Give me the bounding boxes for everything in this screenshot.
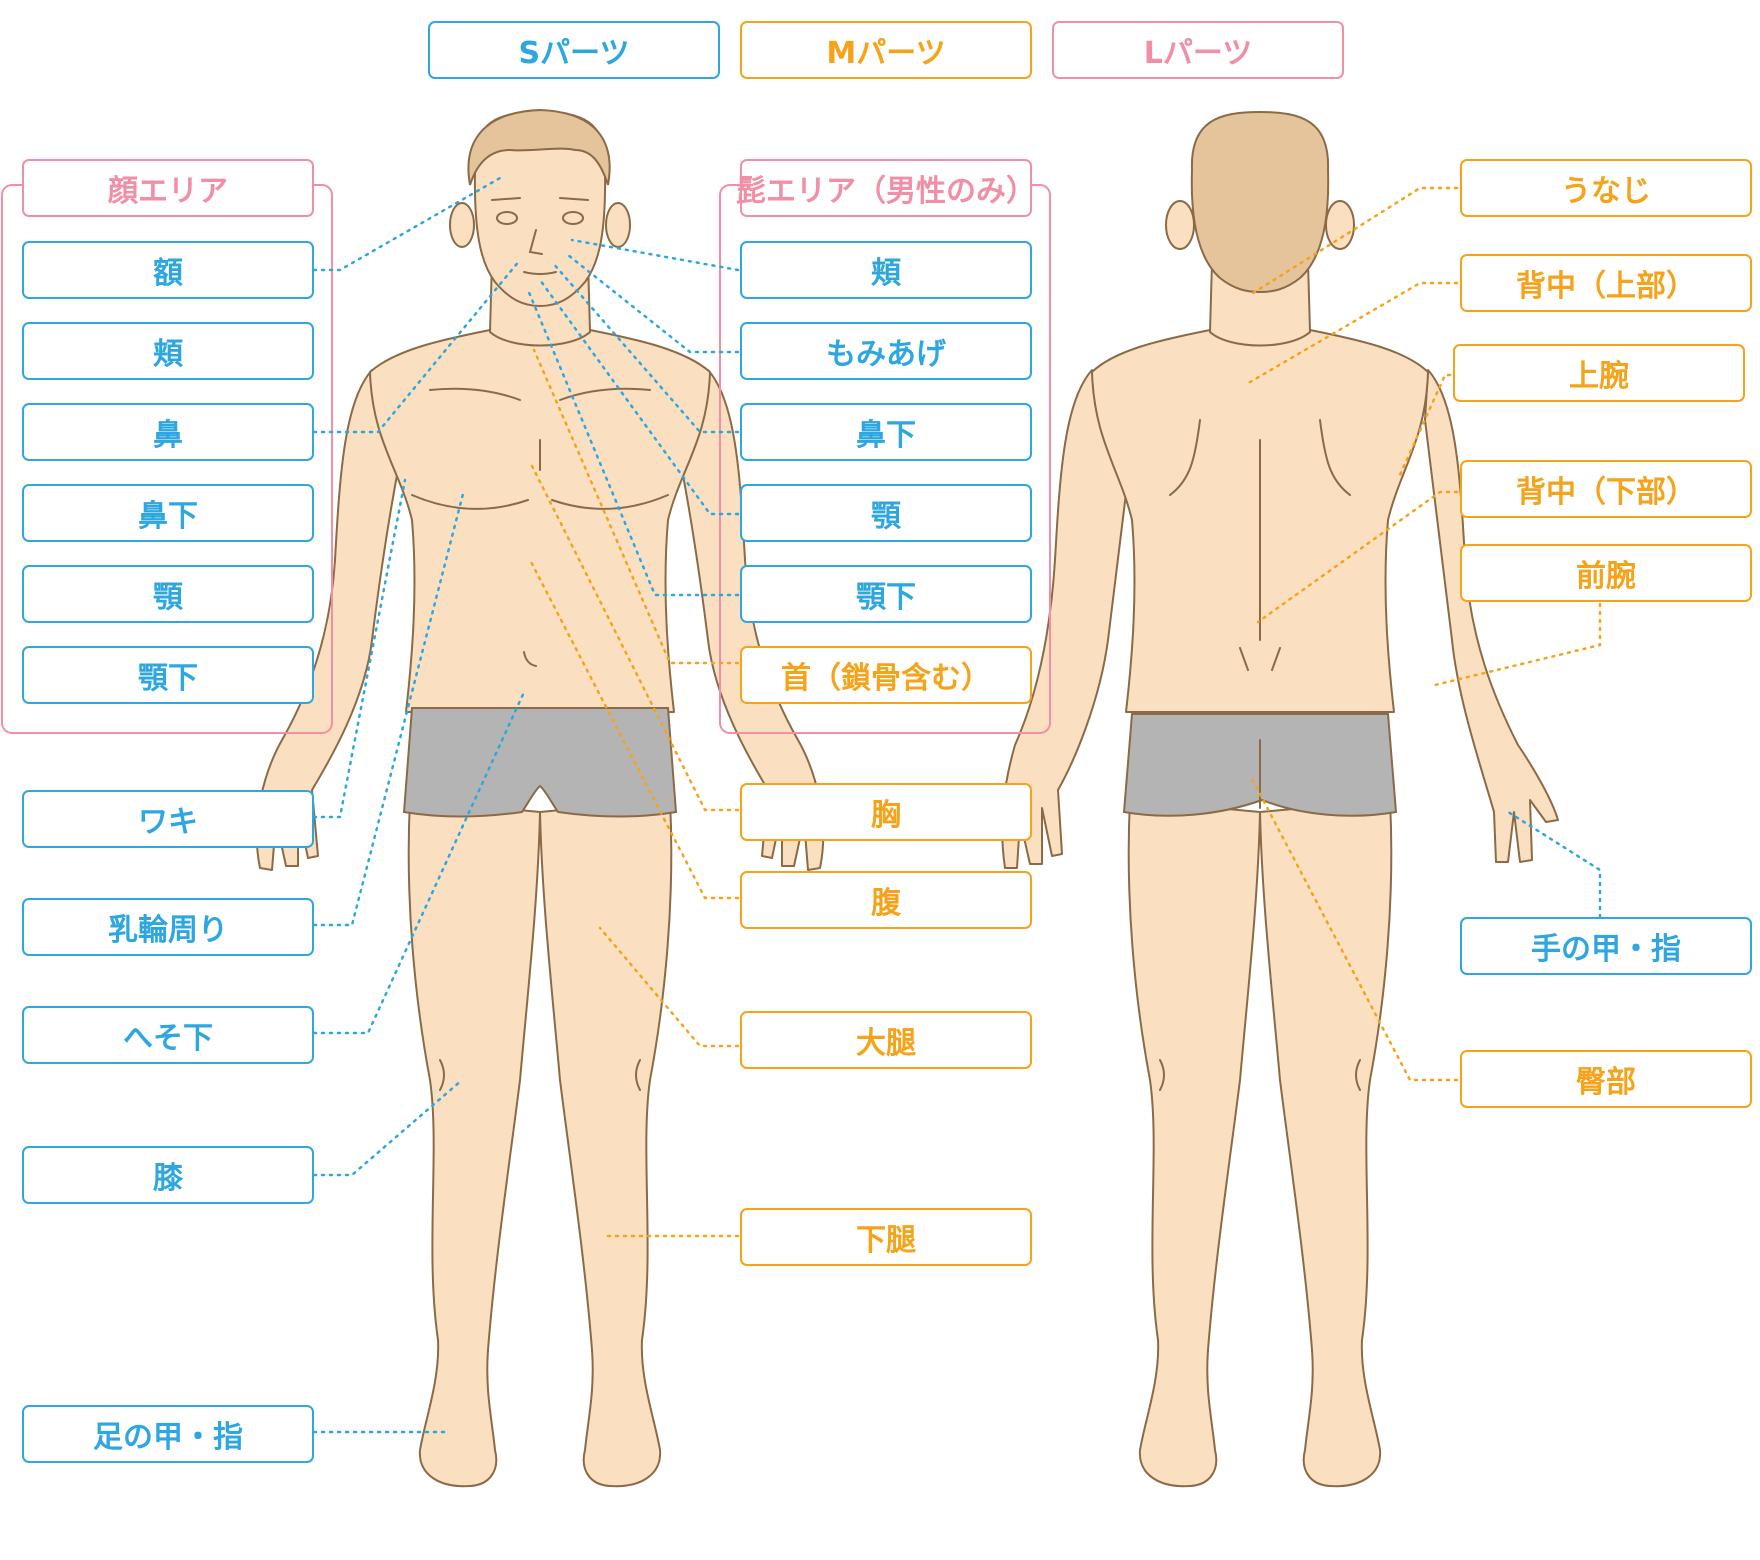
leader-below-navel [312, 688, 527, 1035]
foot-label: 足の甲・指 [22, 1405, 314, 1463]
face-underchin-label: 顎下 [22, 646, 314, 704]
nipple-label: 乳輪周り [22, 898, 314, 956]
leader-face-forehead [312, 176, 502, 272]
front-shorts [402, 707, 678, 818]
abdomen-label: 腹 [740, 871, 1032, 929]
buttocks-label: 臀部 [1460, 1050, 1752, 1108]
leader-beard-underchin [526, 288, 740, 597]
beard-cheek-label: 頬 [740, 241, 1032, 299]
chest-label: 胸 [740, 783, 1032, 841]
nape-label: うなじ [1460, 159, 1752, 217]
upper-arm-label: 上腕 [1453, 344, 1745, 402]
leader-chest [528, 460, 740, 812]
beard-sideburn-label: もみあげ [740, 322, 1032, 380]
leader-buttocks [1248, 773, 1459, 1082]
knee-label: 膝 [22, 1146, 314, 1204]
lower-back-label: 背中（下部） [1460, 460, 1752, 518]
face-cheek-label: 頬 [22, 322, 314, 380]
leader-armpit [312, 478, 407, 819]
beard-area-title: 髭エリア（男性のみ） [736, 159, 1036, 217]
leader-forearm [1433, 602, 1602, 687]
legend-s-parts: Sパーツ [428, 21, 720, 79]
leader-beard-chin [538, 278, 740, 516]
face-chin-label: 顎 [22, 565, 314, 623]
face-nose-label: 鼻 [22, 403, 314, 461]
thigh-label: 大腿 [740, 1011, 1032, 1069]
beard-underchin-label: 顎下 [740, 565, 1032, 623]
face-area-title: 顔エリア [22, 159, 314, 217]
leader-abdomen [528, 558, 740, 900]
leader-knee [312, 1078, 464, 1177]
leader-upper-arm [1398, 373, 1452, 477]
leader-nape [1248, 186, 1459, 297]
below-navel-label: へそ下 [22, 1006, 314, 1064]
forearm-label: 前腕 [1460, 544, 1752, 602]
hand-label: 手の甲・指 [1460, 917, 1752, 975]
legend-l-parts: Lパーツ [1052, 21, 1344, 79]
face-undernose-label: 鼻下 [22, 484, 314, 542]
lower-leg-label: 下腿 [740, 1208, 1032, 1266]
armpit-label: ワキ [22, 790, 314, 848]
leader-lower-back [1256, 490, 1459, 624]
face-forehead-label: 額 [22, 241, 314, 299]
leader-hand [1503, 808, 1602, 919]
leader-face-nose [312, 258, 522, 434]
neck-label: 首（鎖骨含む） [740, 646, 1032, 704]
leader-neck [532, 348, 740, 665]
upper-back-label: 背中（上部） [1460, 254, 1752, 312]
leader-nipple [312, 488, 466, 927]
beard-chin-label: 顎 [740, 484, 1032, 542]
beard-undernose-label: 鼻下 [740, 403, 1032, 461]
leader-beard-sideburn [566, 253, 740, 354]
legend-m-parts: Mパーツ [740, 21, 1032, 79]
